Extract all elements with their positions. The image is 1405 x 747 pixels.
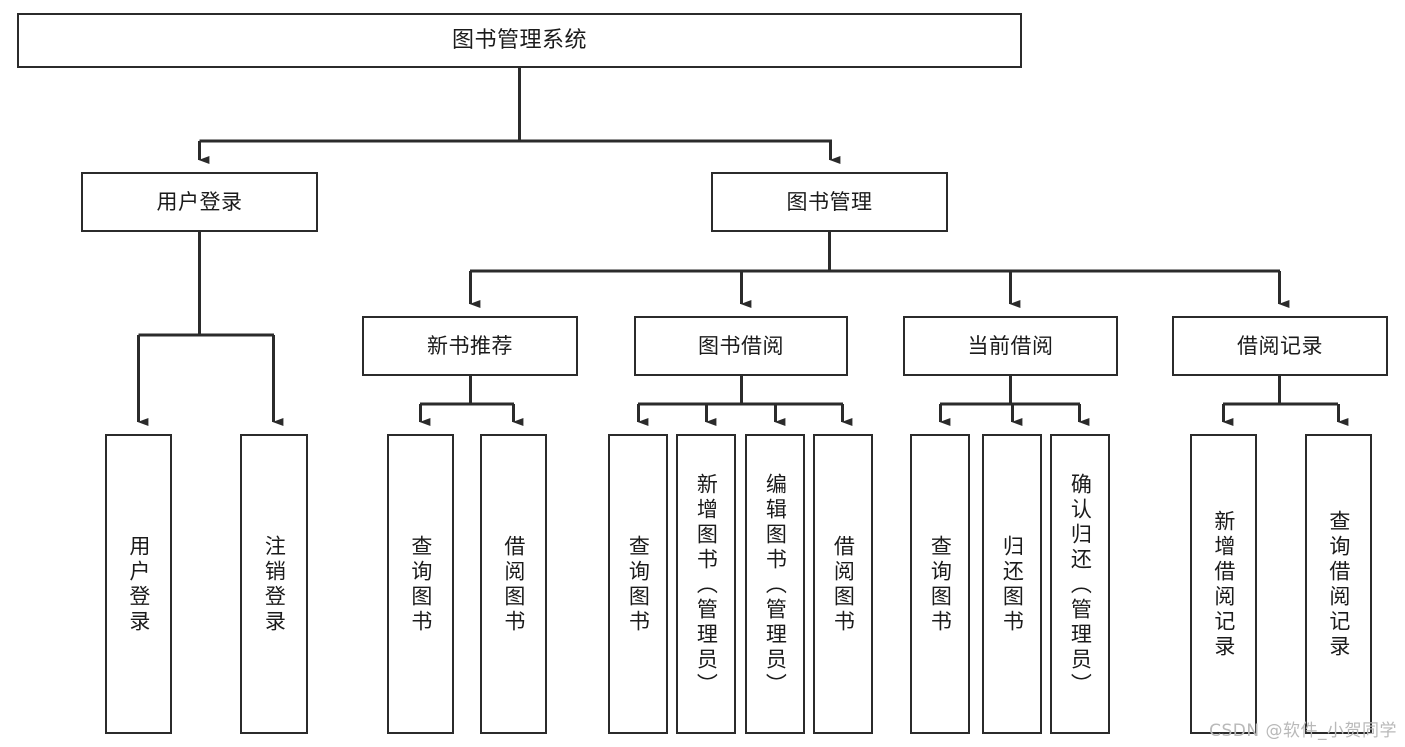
node-label: 编辑图书（管理员） xyxy=(763,472,788,698)
node-leaf-rec-borrow-book[interactable]: 借阅图书 xyxy=(480,434,547,734)
node-label: 新书推荐 xyxy=(427,333,513,358)
node-leaf-rec-query-book[interactable]: 查询图书 xyxy=(387,434,454,734)
node-label: 归还图书 xyxy=(1000,535,1025,635)
node-label: 查询借阅记录 xyxy=(1326,510,1351,660)
node-label: 图书管理系统 xyxy=(451,27,587,53)
node-new-book-rec[interactable]: 新书推荐 xyxy=(362,316,578,376)
node-label: 查询图书 xyxy=(626,535,651,635)
node-label: 借阅记录 xyxy=(1237,333,1323,358)
watermark: CSDN @软件_小贺同学 xyxy=(1209,721,1397,741)
node-leaf-bb-add-book[interactable]: 新增图书（管理员） xyxy=(676,434,736,734)
node-borrow-record[interactable]: 借阅记录 xyxy=(1172,316,1388,376)
node-label: 图书借阅 xyxy=(698,333,784,358)
node-label: 确认归还（管理员） xyxy=(1068,472,1093,698)
node-label: 注销登录 xyxy=(262,535,287,635)
node-leaf-bb-borrow-book[interactable]: 借阅图书 xyxy=(813,434,873,734)
node-root[interactable]: 图书管理系统 xyxy=(17,13,1022,68)
node-label: 借阅图书 xyxy=(501,535,526,635)
node-book-manage[interactable]: 图书管理 xyxy=(711,172,948,232)
node-user-login[interactable]: 用户登录 xyxy=(81,172,318,232)
node-book-borrow[interactable]: 图书借阅 xyxy=(634,316,848,376)
node-label: 新增图书（管理员） xyxy=(694,472,719,698)
node-label: 查询图书 xyxy=(408,535,433,635)
node-leaf-br-query-record[interactable]: 查询借阅记录 xyxy=(1305,434,1372,734)
node-label: 借阅图书 xyxy=(831,535,856,635)
node-leaf-bb-edit-book[interactable]: 编辑图书（管理员） xyxy=(745,434,805,734)
node-current-borrow[interactable]: 当前借阅 xyxy=(903,316,1118,376)
node-leaf-cb-return-book[interactable]: 归还图书 xyxy=(982,434,1042,734)
node-leaf-user-logout[interactable]: 注销登录 xyxy=(240,434,308,734)
node-label: 图书管理 xyxy=(786,189,873,214)
node-leaf-user-login[interactable]: 用户登录 xyxy=(105,434,172,734)
node-label: 当前借阅 xyxy=(967,333,1054,358)
node-leaf-bb-query-book[interactable]: 查询图书 xyxy=(608,434,668,734)
node-leaf-cb-query-book[interactable]: 查询图书 xyxy=(910,434,970,734)
node-label: 用户登录 xyxy=(156,189,243,214)
node-label: 查询图书 xyxy=(928,535,953,635)
node-label: 新增借阅记录 xyxy=(1211,510,1236,660)
node-leaf-cb-confirm-return[interactable]: 确认归还（管理员） xyxy=(1050,434,1110,734)
node-leaf-br-add-record[interactable]: 新增借阅记录 xyxy=(1190,434,1257,734)
node-label: 用户登录 xyxy=(126,535,151,635)
